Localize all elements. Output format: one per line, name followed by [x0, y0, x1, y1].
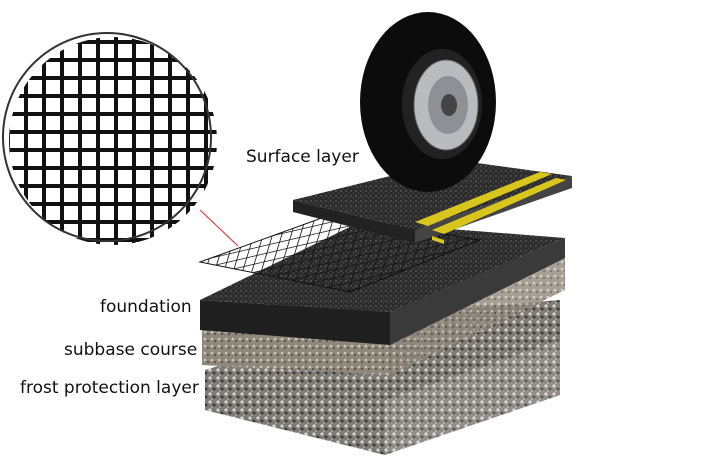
surface-layer-slab	[293, 160, 572, 244]
subbase-course-label: subbase course	[64, 340, 198, 360]
surface-layer-label: Surface layer	[246, 147, 359, 167]
road-stripe	[432, 178, 566, 234]
road-stripe	[415, 172, 552, 226]
tire-icon	[360, 12, 496, 192]
geogrid-magnified-view	[2, 32, 217, 245]
callout-line	[199, 209, 239, 247]
foundation-label: foundation	[100, 297, 192, 317]
frost-protection-layer-label: frost protection layer	[20, 378, 199, 398]
